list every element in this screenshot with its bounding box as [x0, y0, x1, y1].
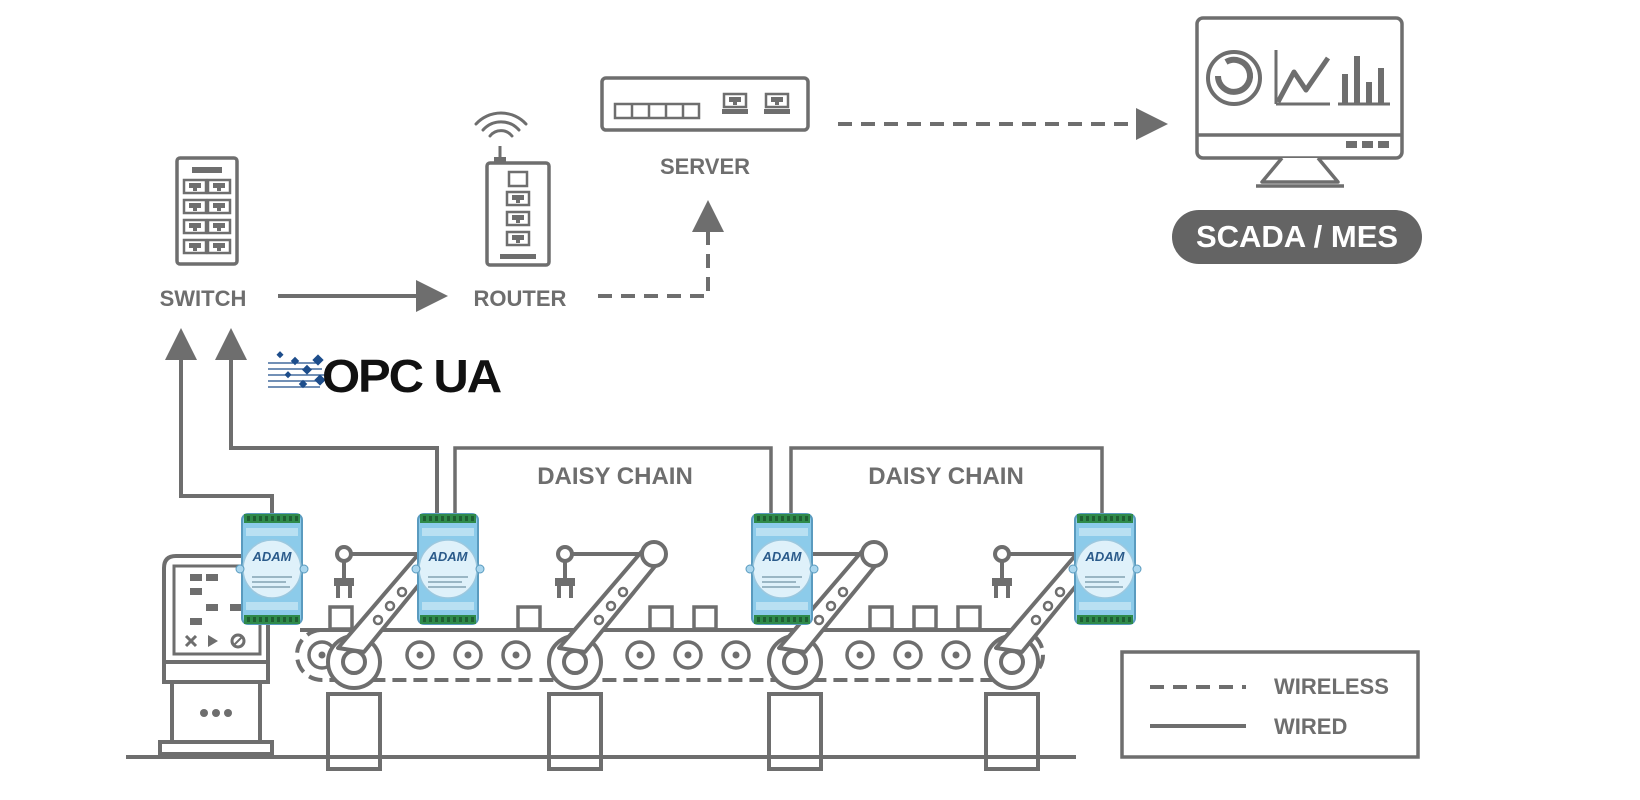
server-label: SERVER [660, 154, 750, 179]
opc-ua-logo: OPC UA [268, 350, 503, 402]
monitor-icon [1195, 16, 1404, 188]
adam-module-brand: ADAM [1085, 549, 1126, 564]
adam-module-brand: ADAM [252, 549, 293, 564]
adam-module-brand: ADAM [428, 549, 469, 564]
router-icon [485, 146, 551, 267]
adam-module-icon: ADAM [745, 513, 819, 625]
adam-module-icon: ADAM [235, 513, 309, 625]
adam-module-brand: ADAM [762, 549, 803, 564]
adam-module-icon: ADAM [411, 513, 485, 625]
conveyor-icon [295, 605, 1045, 682]
daisy-chain-wire-2 [789, 446, 1104, 518]
module1-to-switch-wire [165, 328, 274, 518]
daisy-chain-label-1: DAISY CHAIN [537, 463, 693, 490]
switch-label: SWITCH [160, 286, 247, 311]
adam-module-icon: ADAM [1068, 513, 1142, 625]
router-label: ROUTER [474, 286, 567, 311]
module2-to-switch-wire [215, 328, 439, 518]
legend: WIRELESS WIRED [1120, 650, 1420, 759]
daisy-chain-wire-1 [453, 446, 773, 518]
scada-mes-label: SCADA / MES [1196, 219, 1398, 254]
legend-wired-label: WIRED [1274, 714, 1347, 739]
server-icon [600, 76, 810, 132]
switch-icon [175, 156, 239, 266]
opc-ua-logo-text: OPC UA [322, 350, 501, 402]
wifi-icon [474, 111, 528, 138]
legend-wireless-label: WIRELESS [1274, 674, 1389, 699]
daisy-chain-label-2: DAISY CHAIN [868, 463, 1024, 490]
scada-mes-badge: SCADA / MES [1172, 210, 1422, 264]
router-to-server-wireless-arrow [598, 200, 724, 298]
